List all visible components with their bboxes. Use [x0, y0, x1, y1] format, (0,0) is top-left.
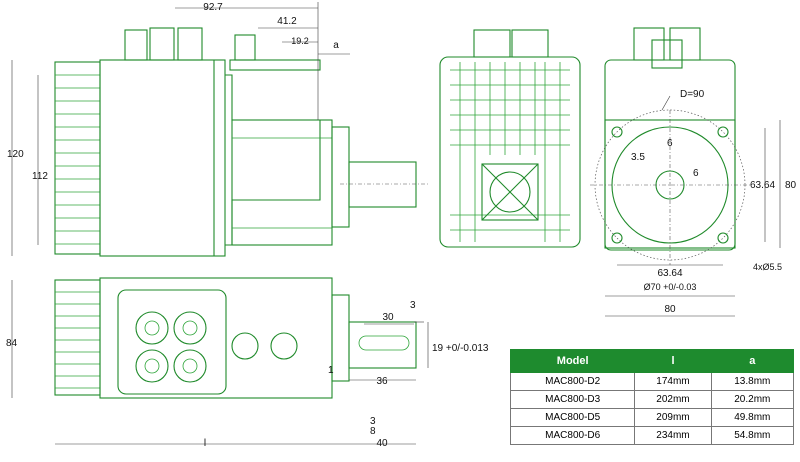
cell-l: 174mm: [634, 372, 712, 391]
dim-8: 8: [370, 426, 376, 437]
dim-40: 40: [376, 438, 388, 449]
cell-a: 54.8mm: [710, 426, 795, 445]
cell-model: MAC800-D6: [509, 426, 636, 445]
dim-19: 19 +0/-0.013: [432, 343, 489, 354]
bottom-dimensions: 84 30 3 19 +0/-0.013 36 1 3 8 40 l: [6, 280, 489, 449]
dim-d90: D=90: [680, 89, 705, 100]
gland-2: [173, 311, 207, 345]
rear-view: [439, 29, 581, 248]
fan-grille: [481, 163, 539, 221]
front-dimensions: D=90 6 3.5 6 63.64 80 63.64 Ø70 +0/-0.03…: [605, 89, 797, 317]
header-a: a: [710, 349, 795, 373]
cell-l: 234mm: [634, 426, 712, 445]
cable-glands: [124, 27, 321, 71]
shaft: [348, 161, 417, 208]
dim-3-top: 3: [410, 300, 416, 311]
gland-3: [135, 349, 169, 383]
dim-30: 30: [382, 312, 394, 323]
dim-key-6: 6: [693, 168, 699, 179]
side-view: [54, 27, 430, 257]
cooling-fins: [54, 61, 101, 255]
cell-a: 13.8mm: [710, 372, 795, 391]
dim-pilot: Ø70 +0/-0.03: [644, 282, 697, 292]
cell-a: 20.2mm: [710, 390, 795, 409]
vent-grid: [450, 62, 570, 242]
dim-112: 112: [32, 171, 48, 182]
dim-19-2: 19.2: [291, 36, 309, 46]
dim-a: a: [333, 40, 339, 51]
dim-key-3-5: 3.5: [631, 152, 645, 163]
table-row: MAC800-D5 209mm 49.8mm: [509, 408, 795, 427]
dim-80-h: 80: [664, 304, 676, 315]
table-header-row: Model l a: [509, 349, 795, 373]
dim-1: 1: [328, 365, 334, 376]
dim-41-2: 41.2: [277, 16, 297, 27]
housing: [99, 59, 226, 257]
dim-84: 84: [6, 338, 18, 349]
gland-1: [135, 311, 169, 345]
side-dimensions: 92.7 41.2 19.2 a 120 112: [7, 2, 350, 256]
table-row: MAC800-D2 174mm 13.8mm: [509, 372, 795, 391]
flange: [231, 119, 333, 246]
header-l: l: [634, 349, 712, 373]
dim-key-width: 6: [667, 138, 673, 149]
cell-model: MAC800-D2: [509, 372, 636, 391]
dim-92-7: 92.7: [203, 2, 223, 13]
cell-model: MAC800-D5: [509, 408, 636, 427]
cell-a: 49.8mm: [710, 408, 795, 427]
front-view: [590, 27, 750, 265]
cell-l: 202mm: [634, 390, 712, 409]
dim-63-64-h: 63.64: [657, 268, 682, 279]
dim-80-v: 80: [785, 180, 797, 191]
dim-120: 120: [7, 149, 24, 160]
dim-63-64-v: 63.64: [750, 180, 775, 191]
top-view: [54, 277, 417, 399]
gland-4: [173, 349, 207, 383]
model-table: Model l a MAC800-D2 174mm 13.8mm MAC800-…: [509, 349, 795, 445]
header-model: Model: [509, 349, 636, 373]
cell-model: MAC800-D3: [509, 390, 636, 409]
dim-holes: 4xØ5.5: [753, 262, 782, 272]
cell-l: 209mm: [634, 408, 712, 427]
table-row: MAC800-D3 202mm 20.2mm: [509, 390, 795, 409]
dim-36: 36: [376, 376, 388, 387]
dim-l: l: [204, 438, 206, 449]
dim-3-bottom: 3: [370, 416, 376, 427]
table-row: MAC800-D6 234mm 54.8mm: [509, 426, 795, 445]
